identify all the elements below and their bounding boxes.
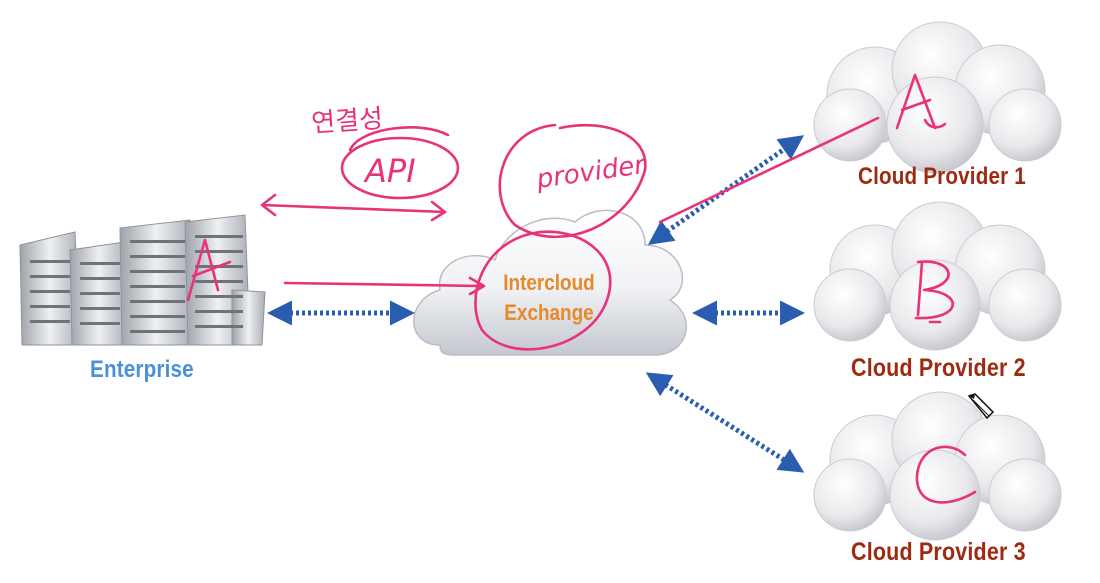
ink-circle-exchange [474,230,612,351]
ink-cloud-a [895,73,947,130]
pink-ink-annotations [186,73,977,504]
cloud-provider-1-icon [813,21,1062,174]
ink-text-provider: provider [534,150,649,195]
cloud-provider-1-label: Cloud Provider 1 [858,163,1026,190]
arrow-exchange-provider-3 [645,372,805,473]
ink-cloud-b [914,260,955,324]
cloud-provider-3-label: Cloud Provider 3 [851,538,1026,566]
cloud-provider-2-label: Cloud Provider 2 [851,354,1026,382]
enterprise-buildings-icon [19,214,266,346]
ink-cloud-c [915,445,977,504]
intercloud-exchange-label: Intercloud Exchange [485,268,614,328]
ink-circle-api [340,136,460,200]
ink-handwriting-text: 연결성 API provider [310,104,649,195]
ink-double-arrow [260,193,447,222]
intercloud-line-2: Exchange [504,300,594,325]
ink-building-a [186,238,232,302]
pencil-cursor-icon [967,393,995,420]
cloud-provider-2-icon [813,201,1062,351]
ink-text-api: API [363,152,416,190]
ink-line-provider-a [658,116,880,224]
intercloud-line-1: Intercloud [503,270,595,295]
enterprise-label: Enterprise [90,356,194,383]
ink-text-korean: 연결성 [310,104,384,139]
ink-circle-provider [498,123,647,239]
ink-arrow-enterprise [283,276,486,296]
cloud-provider-3-icon [813,391,1062,541]
